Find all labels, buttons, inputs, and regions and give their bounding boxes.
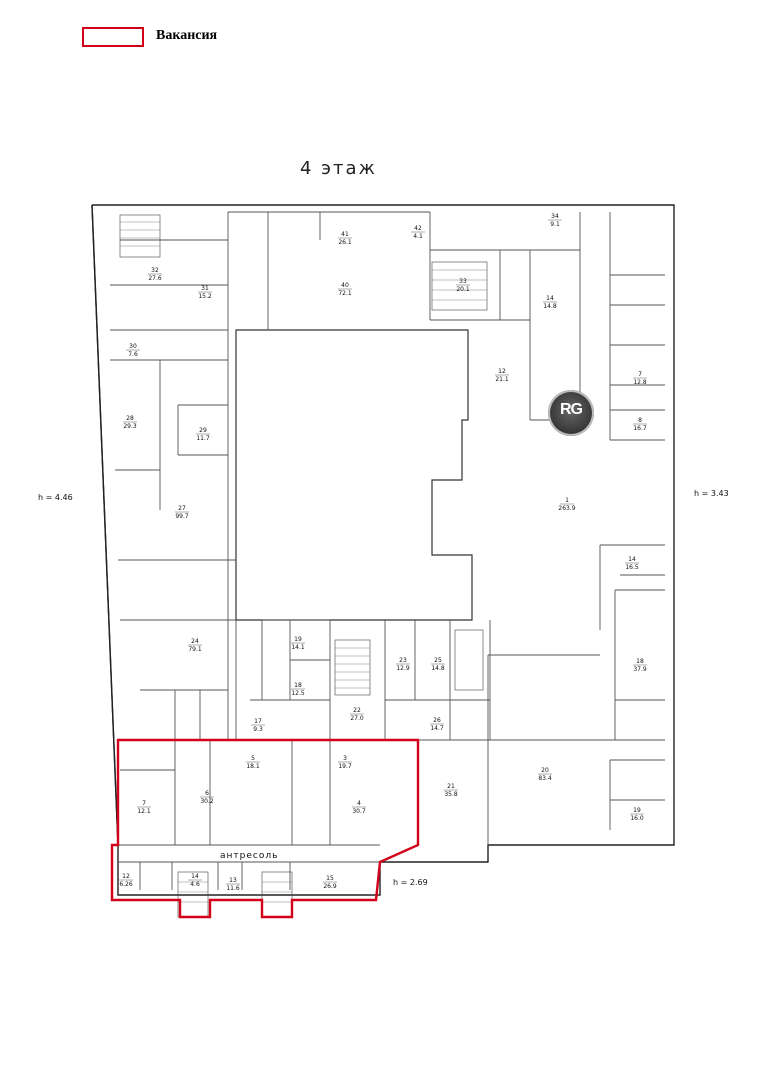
- height-mezzanine-label: h = 2.69: [393, 878, 428, 887]
- room-number: 4: [357, 800, 361, 807]
- room-number: 8: [638, 417, 642, 424]
- room-number: 34: [551, 213, 559, 220]
- room-area: 30.2: [200, 798, 214, 805]
- outer-walls: [91, 204, 675, 896]
- room-area: 14.7: [430, 725, 444, 732]
- room-number: 1: [565, 497, 569, 504]
- room-area: 83.4: [538, 775, 552, 782]
- room-number: 42: [414, 225, 422, 232]
- room-area: 26.9: [323, 883, 337, 890]
- room-area: 12.1: [137, 808, 151, 815]
- room-number: 26: [433, 717, 441, 724]
- room-area: 6.26: [119, 881, 133, 888]
- room-number: 19: [294, 636, 302, 643]
- room-number: 17: [254, 718, 262, 725]
- room-area: 37.9: [633, 666, 647, 673]
- room-area: 30.7: [352, 808, 366, 815]
- room-area: 4.1: [413, 233, 423, 240]
- vacancy-outline: [110, 738, 420, 919]
- room-number: 7: [638, 371, 642, 378]
- legend-swatch: [82, 27, 144, 47]
- room-number: 28: [126, 415, 134, 422]
- room-number: 12: [498, 368, 506, 375]
- height-right-label: h = 3.43: [694, 489, 729, 498]
- room-number: 12: [122, 873, 130, 880]
- room-number: 19: [633, 807, 641, 814]
- room-number: 20: [541, 767, 549, 774]
- room-area: 27.0: [350, 715, 364, 722]
- room-number: 15: [326, 875, 334, 882]
- room-area: 7.6: [128, 351, 138, 358]
- room-area: 12.9: [396, 665, 410, 672]
- room-area: 11.7: [196, 435, 210, 442]
- room-number: 14: [628, 556, 636, 563]
- room-area: 18.1: [246, 763, 260, 770]
- room-area: 4.6: [190, 881, 200, 888]
- room-area: 99.7: [175, 513, 189, 520]
- interior-walls: [110, 211, 665, 890]
- room-area: 72.1: [338, 290, 352, 297]
- room-number: 32: [151, 267, 159, 274]
- room-labels: 4126.14072.1424.13320.1349.13227.63115.2…: [119, 213, 647, 892]
- room-area: 79.1: [188, 646, 202, 653]
- room-number: 18: [636, 658, 644, 665]
- room-number: 27: [178, 505, 186, 512]
- legend: Вакансия: [82, 26, 342, 52]
- room-area: 14.8: [431, 665, 445, 672]
- room-number: 31: [201, 285, 209, 292]
- room-number: 3: [343, 755, 347, 762]
- room-area: 12.8: [633, 379, 647, 386]
- room-area: 16.0: [630, 815, 644, 822]
- room-area: 27.6: [148, 275, 162, 282]
- room-number: 40: [341, 282, 349, 289]
- room-area: 35.8: [444, 791, 458, 798]
- room-area: 19.7: [338, 763, 352, 770]
- room-number: 18: [294, 682, 302, 689]
- room-area: 16.5: [625, 564, 639, 571]
- floor-title: 4 этаж: [300, 158, 377, 179]
- room-area: 14.8: [543, 303, 557, 310]
- room-number: 5: [251, 755, 255, 762]
- room-number: 14: [546, 295, 554, 302]
- atrium: [235, 329, 473, 621]
- room-number: 13: [229, 877, 237, 884]
- room-number: 29: [199, 427, 207, 434]
- room-number: 7: [142, 800, 146, 807]
- legend-label: Вакансия: [156, 28, 218, 43]
- room-number: 24: [191, 638, 199, 645]
- room-area: 26.1: [338, 239, 352, 246]
- room-number: 33: [459, 278, 467, 285]
- height-left-label: h = 4.46: [38, 493, 73, 502]
- rg-logo: RG: [548, 390, 594, 436]
- room-area: 263.9: [558, 505, 575, 512]
- room-area: 11.6: [226, 885, 240, 892]
- room-number: 30: [129, 343, 137, 350]
- mezzanine-label: антресоль: [220, 851, 278, 861]
- room-number: 41: [341, 231, 349, 238]
- room-number: 14: [191, 873, 199, 880]
- room-number: 22: [353, 707, 361, 714]
- room-number: 23: [399, 657, 407, 664]
- room-area: 9.1: [550, 221, 560, 228]
- room-area: 21.1: [495, 376, 509, 383]
- stair-steps: [120, 221, 487, 903]
- room-area: 9.3: [253, 726, 263, 733]
- room-area: 14.1: [291, 644, 305, 651]
- room-area: 20.1: [456, 286, 470, 293]
- room-area: 29.3: [123, 423, 137, 430]
- room-number: 21: [447, 783, 455, 790]
- room-number: 6: [205, 790, 209, 797]
- room-area: 16.7: [633, 425, 647, 432]
- room-area: 15.2: [198, 293, 212, 300]
- rg-logo-text: RG: [560, 401, 583, 418]
- room-area: 12.5: [291, 690, 305, 697]
- room-number: 25: [434, 657, 442, 664]
